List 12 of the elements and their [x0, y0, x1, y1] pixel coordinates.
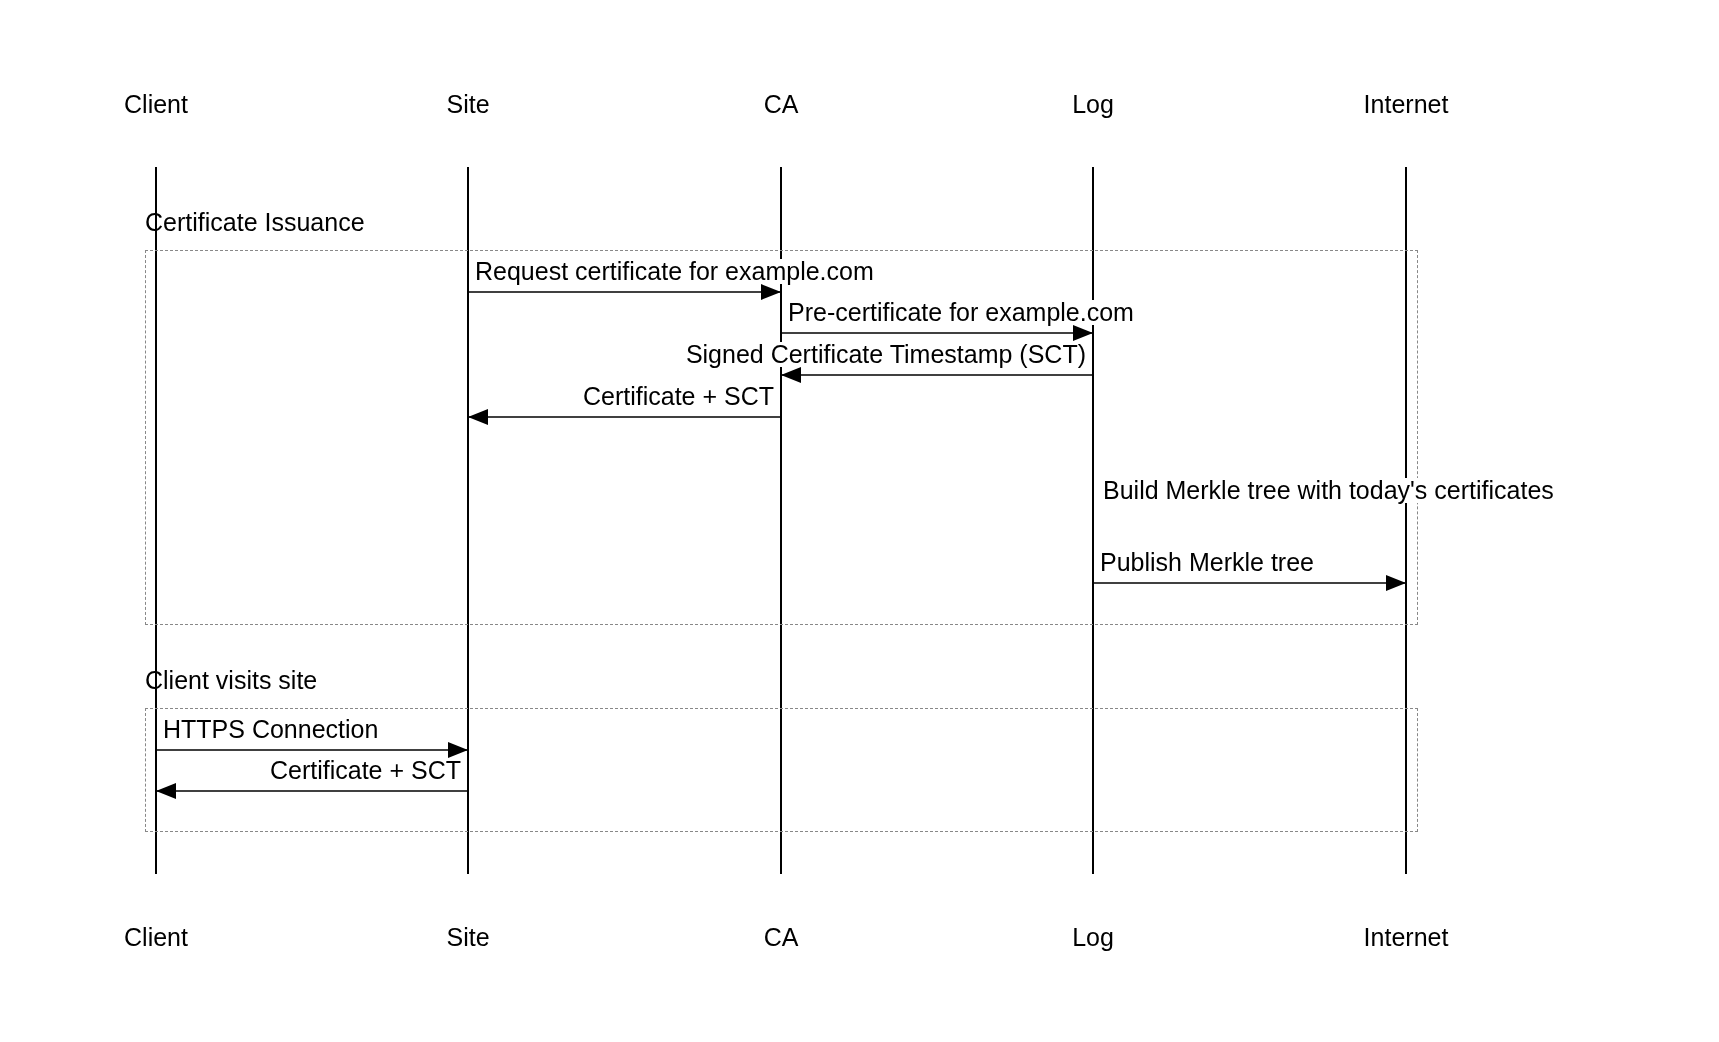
lifeline	[467, 167, 469, 874]
message-arrow	[468, 409, 781, 425]
lifeline	[155, 167, 157, 874]
lifeline	[1405, 167, 1407, 874]
lifeline	[1092, 167, 1094, 874]
message-arrow	[1093, 575, 1406, 591]
message-arrow	[781, 325, 1093, 341]
message-arrow	[156, 783, 468, 799]
message-arrow	[156, 742, 468, 758]
message-arrow	[468, 284, 781, 300]
lifeline	[780, 167, 782, 874]
message-arrow	[781, 367, 1093, 383]
